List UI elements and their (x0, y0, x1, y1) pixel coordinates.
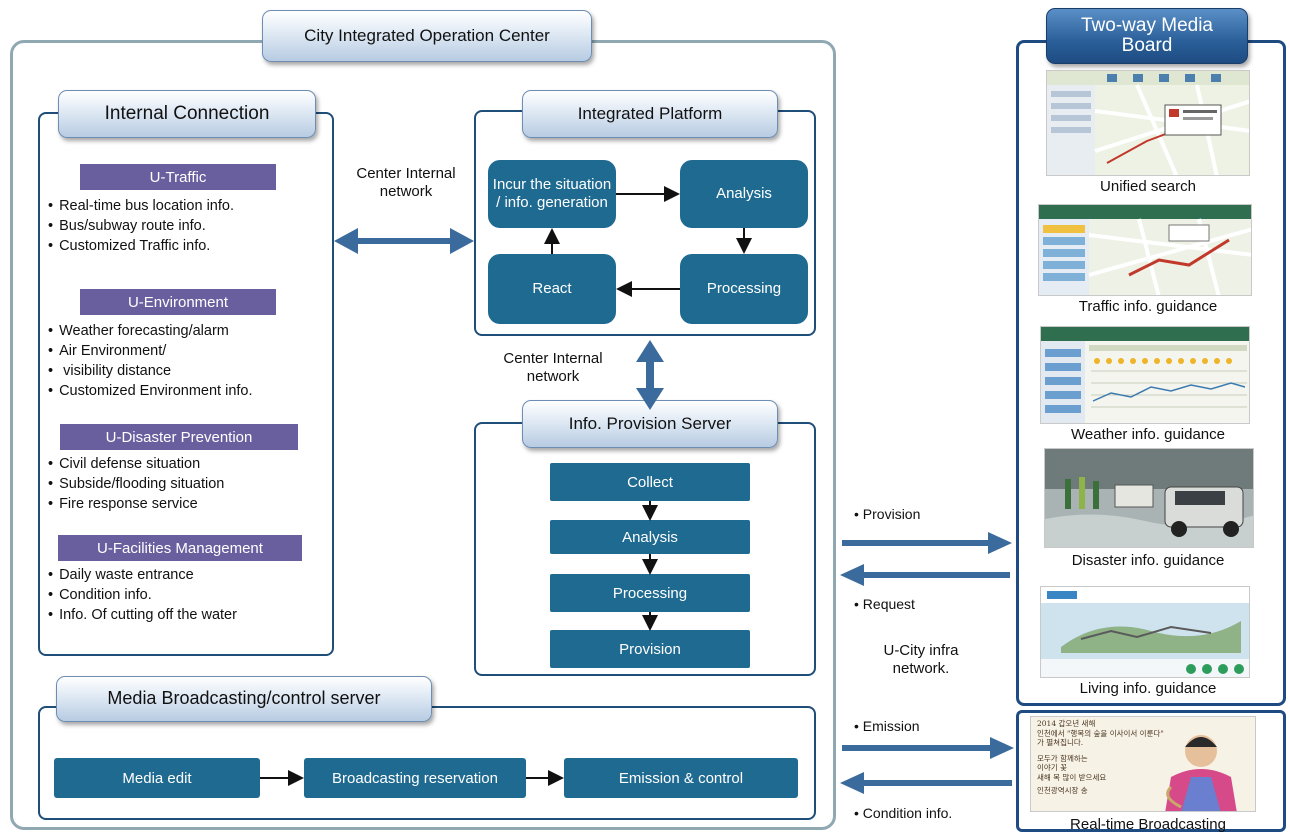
broadcast-presenter-illustration (1165, 735, 1237, 811)
list-item: Weather forecasting/alarm (48, 321, 253, 341)
category-u-facilities: U-Facilities Management (58, 535, 302, 561)
platform-step-processing: Processing (680, 254, 808, 324)
broadcast-greeting-text: 2014 갑오년 새해 인천에서 "행복의 숲을 이사이서 이룬다" 가 펼쳐집… (1037, 719, 1169, 796)
category-u-traffic: U-Traffic (80, 164, 276, 190)
u-environment-list: Weather forecasting/alarm Air Environmen… (48, 321, 253, 401)
center-network-label-middle: Center Internal network (503, 350, 603, 385)
platform-step-react: React (488, 254, 616, 324)
broadcast-line: 인천에서 "행복의 숲을 이사이서 이룬다" (1037, 728, 1164, 738)
u-disaster-list: Civil defense situation Subside/flooding… (48, 454, 224, 514)
integrated-platform-title: Integrated Platform (522, 90, 778, 138)
weather-info-screenshot (1040, 326, 1250, 424)
panel-caption-unified-search: Unified search (1100, 178, 1196, 195)
living-info-screenshot (1040, 586, 1250, 678)
list-item: Daily waste entrance (48, 565, 237, 585)
u-traffic-list: Real-time bus location info. Bus/subway … (48, 196, 234, 256)
list-item: Bus/subway route info. (48, 216, 234, 236)
broadcast-line: 인천광역시장 송 (1037, 786, 1088, 795)
list-item: Condition info. (48, 585, 237, 605)
center-network-arrow-vertical (636, 340, 664, 410)
list-item: Customized Environment info. (48, 381, 252, 401)
list-item: Subside/flooding situation (48, 474, 224, 494)
panel-caption-weather: Weather info. guidance (1071, 426, 1225, 443)
broadcast-line: 2014 갑오년 새해 (1037, 719, 1096, 728)
platform-step-incur: Incur the situation / info. generation (488, 160, 616, 228)
media-step-edit: Media edit (54, 758, 260, 798)
provision-step-collect: Collect (550, 463, 750, 501)
unified-search-screenshot (1046, 70, 1250, 176)
emission-label: • Emission (854, 718, 920, 734)
disaster-info-photo (1044, 448, 1254, 548)
traffic-info-screenshot (1038, 204, 1252, 296)
internal-connection-title: Internal Connection (58, 90, 316, 138)
center-network-label-top: Center Internal network (356, 165, 456, 200)
operation-center-title: City Integrated Operation Center (262, 10, 592, 62)
list-item: Fire response service (48, 494, 224, 514)
provision-step-processing: Processing (550, 574, 750, 612)
list-item: Real-time bus location info. (48, 196, 234, 216)
platform-step-analysis: Analysis (680, 160, 808, 228)
provision-label: • Provision (854, 506, 921, 522)
u-city-infra-label: U-City infra network. (883, 642, 959, 677)
panel-caption-disaster: Disaster info. guidance (1071, 552, 1225, 569)
panel-caption-traffic: Traffic info. guidance (1078, 298, 1218, 315)
list-item: Civil defense situation (48, 454, 224, 474)
emission-arrow (842, 737, 1014, 759)
category-u-disaster-prevention: U-Disaster Prevention (60, 424, 298, 450)
provision-step-provision: Provision (550, 630, 750, 668)
list-item: Customized Traffic info. (48, 236, 234, 256)
condition-label: • Condition info. (854, 805, 953, 821)
broadcast-line: 가 펼쳐집니다. (1037, 738, 1084, 747)
broadcast-frame (1016, 710, 1286, 832)
broadcast-line: 새해 복 많이 받으세요 (1037, 772, 1107, 782)
media-broadcasting-title: Media Broadcasting/control server (56, 676, 432, 722)
center-network-arrow-horizontal (334, 228, 474, 254)
list-item: visibility distance (48, 361, 253, 381)
media-board-title: Two-way Media Board (1046, 8, 1248, 64)
panel-caption-living: Living info. guidance (1079, 680, 1217, 697)
list-item: Air Environment/ (48, 341, 253, 361)
request-arrow (840, 564, 1010, 586)
media-step-reservation: Broadcasting reservation (304, 758, 526, 798)
panel-caption-broadcast: Real-time Broadcasting (1070, 816, 1226, 833)
request-label: • Request (854, 596, 915, 612)
broadcast-screenshot: 2014 갑오년 새해 인천에서 "행복의 숲을 이사이서 이룬다" 가 펼쳐집… (1030, 716, 1256, 812)
broadcast-line: 이야기 꽃 (1037, 763, 1067, 772)
broadcast-line: 모두가 함께하는 (1037, 753, 1088, 763)
u-facilities-list: Daily waste entrance Condition info. Inf… (48, 565, 237, 625)
provision-arrow (842, 532, 1012, 554)
condition-arrow (840, 772, 1012, 794)
category-u-environment: U-Environment (80, 289, 276, 315)
list-item: Info. Of cutting off the water (48, 605, 237, 625)
provision-step-analysis: Analysis (550, 520, 750, 554)
media-step-emission: Emission & control (564, 758, 798, 798)
